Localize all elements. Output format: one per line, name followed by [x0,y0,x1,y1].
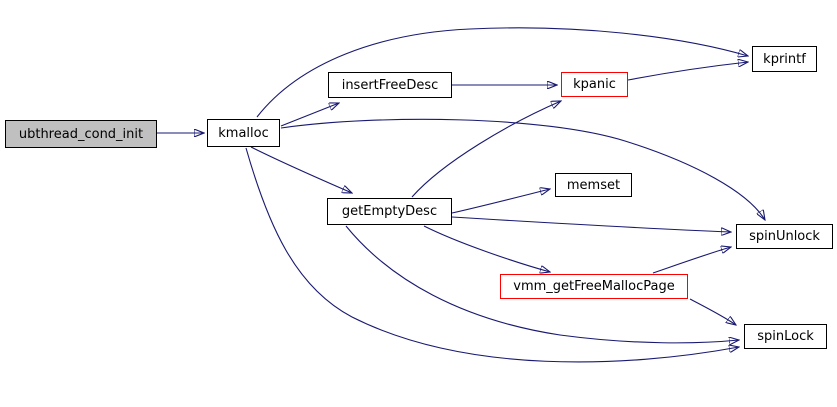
node-getEmptyDesc[interactable]: getEmptyDesc [327,198,452,225]
node-memset-label: memset [566,177,621,193]
edge-getEmptyDesc-to-spinUnlock [451,216,731,232]
node-spinUnlock[interactable]: spinUnlock [736,224,833,249]
node-vmm_getFreeMallocPage-label: vmm_getFreeMallocPage [513,279,675,294]
edge-kmalloc-to-getEmptyDesc [250,146,352,193]
node-insertFreeDesc[interactable]: insertFreeDesc [328,72,452,98]
node-spinLock-label: spinLock [757,329,814,344]
node-ubthread_cond_init-label: ubthread_cond_init [18,126,144,142]
node-kpanic-label: kpanic [573,77,616,92]
node-kpanic[interactable]: kpanic [561,72,628,97]
edge-kpanic-to-kprintf [627,62,748,81]
edge-vmm_getFreeMallocPage-to-spinUnlock [652,247,731,274]
node-memset[interactable]: memset [555,173,632,197]
node-spinUnlock-label: spinUnlock [749,229,820,244]
node-spinLock[interactable]: spinLock [744,324,827,349]
edge-kmalloc-to-insertFreeDesc [280,103,339,127]
node-kprintf[interactable]: kprintf [752,46,817,72]
node-kmalloc-label: kmalloc [218,125,269,141]
edge-kmalloc-to-spinUnlock [280,118,765,220]
node-getEmptyDesc-label: getEmptyDesc [341,204,438,219]
edge-vmm_getFreeMallocPage-to-spinLock [689,298,736,325]
edge-getEmptyDesc-to-spinLock [345,225,739,343]
edge-getEmptyDesc-to-memset [451,189,550,214]
node-insertFreeDesc-label: insertFreeDesc [341,77,439,93]
node-kprintf-label: kprintf [763,51,806,67]
edge-kmalloc-to-kprintf [256,27,748,118]
edge-getEmptyDesc-to-vmm_getFreeMallocPage [423,225,550,272]
node-kmalloc[interactable]: kmalloc [207,119,280,147]
node-vmm_getFreeMallocPage[interactable]: vmm_getFreeMallocPage [500,274,688,299]
edge-getEmptyDesc-to-kpanic [411,101,561,198]
edge-kmalloc-to-spinLock [245,147,739,363]
node-ubthread_cond_init: ubthread_cond_init [5,120,157,148]
